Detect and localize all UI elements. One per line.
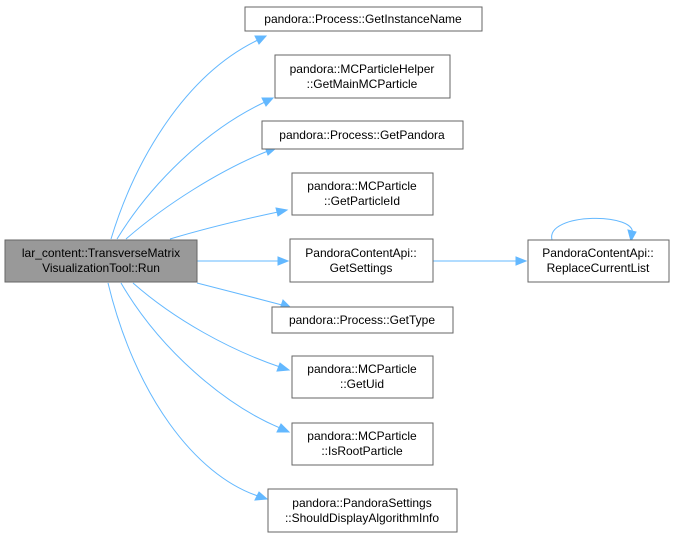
arrowhead-getmainmcparticle (261, 97, 275, 107)
node-label-line: ::ShouldDisplayAlgorithmInfo (285, 511, 439, 525)
node-label-line: pandora::Process::GetPandora (279, 128, 445, 142)
arrowhead-getsettings (277, 256, 290, 266)
node-label-line: pandora::Process::GetType (289, 313, 435, 327)
arrowhead-getuid (276, 362, 291, 372)
node-label-line: pandora::MCParticle (307, 429, 417, 443)
arrowhead-replacecurrentlist-self (627, 229, 637, 243)
node-label-line: ::GetUid (340, 377, 384, 391)
node-label-line: lar_content::TransverseMatrix (22, 246, 180, 260)
node-label-line: PandoraContentApi:: (305, 246, 416, 260)
node-label-line: pandora::PandoraSettings (292, 496, 431, 510)
node-transversematrixvisualizationtool-run[interactable]: lar_content::TransverseMatrix Visualizat… (4, 239, 198, 283)
node-label-line: ::GetMainMCParticle (307, 77, 418, 91)
edge-root-to-gettype (196, 282, 283, 306)
arrowhead-getparticleid (275, 207, 289, 217)
node-label-line: pandora::MCParticle (307, 179, 417, 193)
node-mcparticlehelper-getmainmcparticle[interactable]: pandora::MCParticleHelper ::GetMainMCPar… (274, 54, 451, 99)
node-label-line: GetSettings (330, 261, 393, 275)
node-pandorasettings-shoulddisplayalgorithminfo[interactable]: pandora::PandoraSettings ::ShouldDisplay… (267, 488, 458, 533)
node-label-line: pandora::Process::GetInstanceName (264, 12, 462, 26)
node-label-line: pandora::MCParticle (307, 362, 417, 376)
edge-root-to-getmainmcparticle (116, 101, 266, 240)
edge-root-to-getpandora (125, 150, 269, 240)
node-process-getinstancename[interactable]: pandora::Process::GetInstanceName (244, 6, 483, 32)
arrowhead-shoulddisplayalgorithminfo (254, 491, 269, 501)
node-label-line: ReplaceCurrentList (547, 261, 650, 275)
edge-root-to-isrootparticle (120, 282, 281, 429)
edge-replacecurrentlist-self (551, 217, 633, 241)
node-label-line: PandoraContentApi:: (542, 246, 653, 260)
node-mcparticle-isrootparticle[interactable]: pandora::MCParticle ::IsRootParticle (291, 422, 434, 466)
node-label-line: ::IsRootParticle (321, 444, 403, 458)
node-label-line: ::GetParticleId (324, 194, 400, 208)
node-label-line: VisualizationTool::Run (42, 261, 160, 275)
node-process-gettype[interactable]: pandora::Process::GetType (271, 306, 454, 334)
edge-root-to-getparticleid (169, 211, 279, 240)
arrowhead-getinstancename (254, 35, 268, 45)
edge-root-to-getuid (132, 282, 281, 368)
edge-root-to-getinstancename (110, 39, 259, 240)
node-pandoracontentapi-replacecurrentlist[interactable]: PandoraContentApi:: ReplaceCurrentList (527, 239, 670, 283)
node-mcparticle-getparticleid[interactable]: pandora::MCParticle ::GetParticleId (291, 172, 434, 216)
node-mcparticle-getuid[interactable]: pandora::MCParticle ::GetUid (291, 355, 434, 399)
node-pandoracontentapi-getsettings[interactable]: PandoraContentApi:: GetSettings (289, 238, 434, 283)
node-label-line: pandora::MCParticleHelper (290, 62, 435, 76)
node-process-getpandora[interactable]: pandora::Process::GetPandora (261, 120, 464, 150)
arrowhead-replacecurrentlist (515, 256, 528, 266)
edge-root-to-shoulddisplayalgorithminfo (107, 282, 259, 497)
arrowhead-isrootparticle (276, 423, 291, 433)
